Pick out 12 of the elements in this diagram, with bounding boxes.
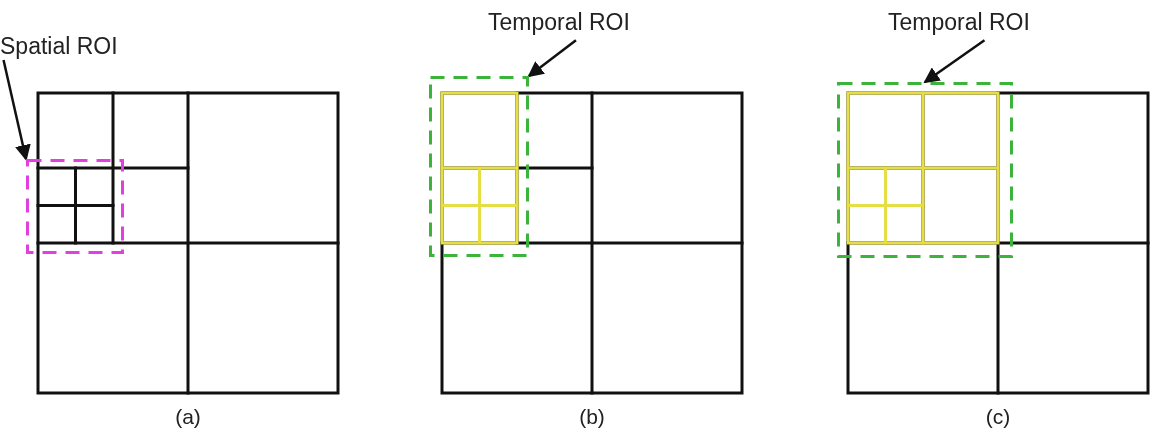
arrow (527, 39, 577, 78)
panel-caption: (b) (579, 405, 605, 429)
roi-label: Temporal ROI (888, 8, 1030, 36)
panel-caption: (a) (175, 405, 201, 429)
roi-label: Spatial ROI (0, 32, 118, 60)
arrow (923, 39, 986, 84)
roi-dashed-box (26, 159, 124, 254)
roi-label: Temporal ROI (488, 8, 630, 36)
panel-caption: (c) (985, 405, 1011, 429)
arrow (2, 59, 31, 161)
roi-dashed-box (837, 82, 1013, 258)
roi-dashed-box (429, 76, 529, 257)
